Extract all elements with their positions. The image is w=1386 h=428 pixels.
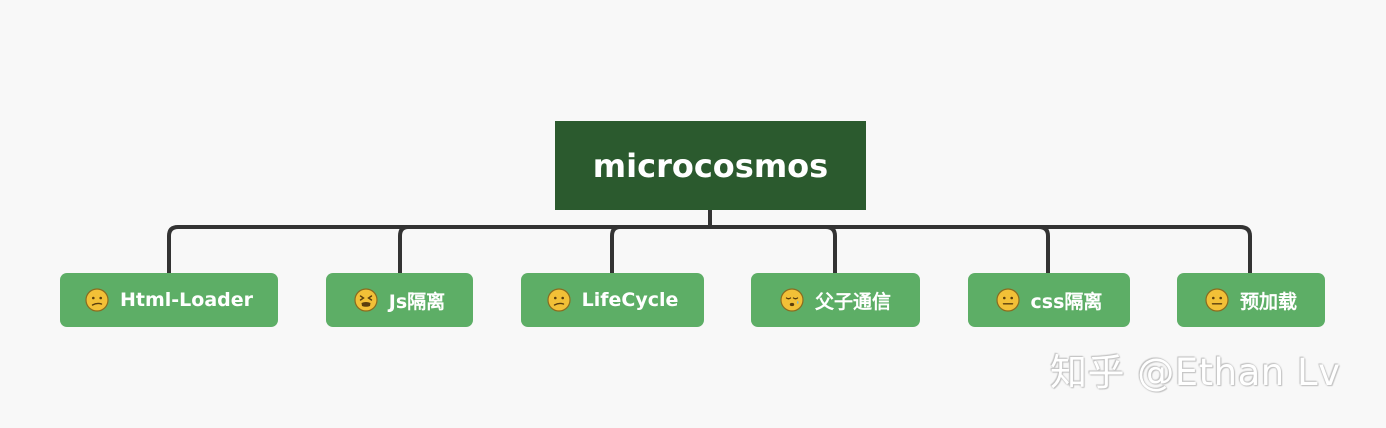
root-node-label: microcosmos [592, 146, 829, 185]
branch-line-3 [610, 225, 621, 273]
child-node-label: 父子通信 [814, 290, 891, 313]
branch-line-1 [167, 225, 179, 273]
neutral-face-icon [1205, 288, 1229, 312]
child-node-label: Js隔离 [388, 290, 446, 313]
watermark: 知乎 @Ethan Lv [1050, 351, 1341, 394]
child-node-parent-child-communication[interactable]: 父子通信 [751, 273, 920, 327]
branch-line-5 [1038, 225, 1050, 273]
sleepy-face-icon [780, 288, 804, 312]
child-node-label: Html-Loader [119, 289, 254, 311]
child-node-lifecycle[interactable]: LifeCycle [521, 273, 704, 327]
confused-face-icon [85, 288, 109, 312]
root-node[interactable]: microcosmos [555, 121, 866, 210]
child-node-js-isolation[interactable]: Js隔离 [326, 273, 473, 327]
branch-line-6 [1239, 225, 1252, 273]
neutral-face-icon [995, 288, 1020, 312]
branch-line-4 [825, 225, 837, 273]
child-node-css-isolation[interactable]: css隔离 [968, 273, 1130, 327]
child-node-html-loader[interactable]: Html-Loader [60, 273, 278, 327]
child-node-label: LifeCycle [581, 289, 679, 311]
child-node-preload[interactable]: 预加载 [1177, 273, 1325, 327]
confused-face-icon [547, 288, 571, 312]
tired-face-icon [354, 288, 378, 312]
child-node-label: css隔离 [1030, 290, 1103, 313]
child-node-label: 预加载 [1239, 290, 1297, 313]
branch-line-2 [398, 225, 409, 273]
